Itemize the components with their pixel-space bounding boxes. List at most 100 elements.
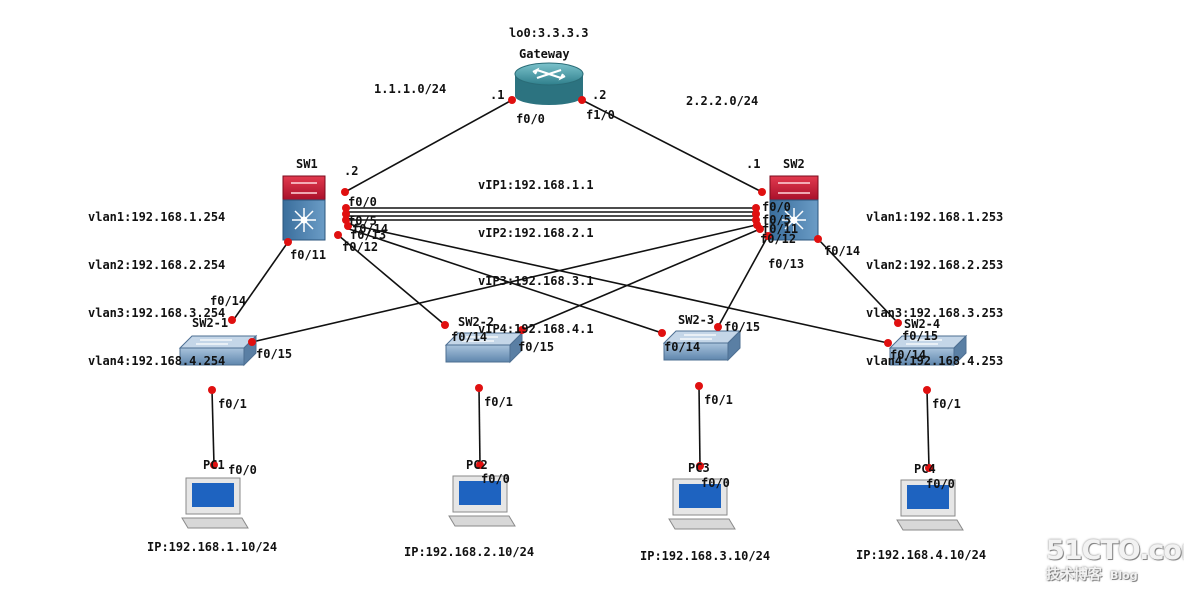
switch-arrows-icon [778, 182, 810, 194]
port-dot [284, 238, 292, 246]
access-switch-sw2-3[interactable] [662, 329, 742, 362]
sw2-4-port-label: f0/1 [932, 397, 961, 411]
sw1-l3-switch[interactable] [282, 175, 326, 241]
sw2-3-port-label: f0/14 [664, 340, 701, 354]
link-sw1-gateway [344, 99, 513, 193]
port-dot [696, 462, 704, 470]
gateway-port-right-label: f1/0 [586, 108, 615, 122]
port-dot [814, 235, 822, 243]
watermark-blog: Blog [1110, 569, 1138, 582]
port-dot [578, 96, 586, 104]
access-switch-sw2-2[interactable] [444, 331, 524, 364]
sw2-1-name-label: SW2-1 [192, 316, 229, 330]
right-network-label: 2.2.2.0/24 [686, 94, 759, 108]
link-sw2-sw2-3 [717, 235, 769, 328]
links [211, 99, 930, 469]
port-dot [342, 210, 350, 218]
vip-entry: vIP1:192.168.1.1 [478, 178, 594, 192]
sw1-port-label: f0/5 [348, 214, 377, 228]
port-dot [894, 319, 902, 327]
router-arrows-icon [532, 67, 566, 81]
sw2-2-port-label: f0/1 [484, 395, 513, 409]
pc4-computer[interactable] [896, 479, 964, 531]
link-sw2-gateway [581, 99, 763, 193]
port-dot [714, 323, 722, 331]
access-switch-sw2-1[interactable] [178, 334, 258, 367]
sw2-port-label: f0/14 [824, 244, 861, 258]
sw1-vlan-list: vlan1:192.168.1.254 vlan2:192.168.2.254 … [88, 177, 225, 385]
sw2-vlan-entry: vlan1:192.168.1.253 [866, 210, 1004, 224]
sw1-port-label: f0/13 [350, 228, 387, 242]
sw1-port-label: f0/0 [348, 195, 377, 209]
sw2-1-port-label: f0/14 [210, 294, 247, 308]
port-dot [475, 384, 483, 392]
port-dot [341, 188, 349, 196]
vip-entry: vIP4:192.168.4.1 [478, 322, 594, 336]
sw2-1-port-label: f0/1 [218, 397, 247, 411]
gateway-router[interactable] [514, 62, 584, 105]
pc1-computer[interactable] [181, 477, 249, 529]
switch-arrows-icon [196, 339, 232, 345]
port-dot [342, 204, 350, 212]
port-dot [518, 326, 526, 334]
sw2-l3-switch[interactable] [769, 175, 819, 241]
pc3-computer[interactable] [668, 478, 736, 530]
port-dot [208, 386, 216, 394]
watermark-site: 51CTO.com [1046, 535, 1184, 566]
access-switch-sw2-4[interactable] [888, 334, 968, 367]
pc3-name-label: PC3 [688, 461, 710, 475]
port-dot [210, 461, 218, 469]
sw1-vlan-entry: vlan3:192.168.3.254 [88, 306, 226, 320]
pc-screen-icon [679, 484, 721, 508]
pc3-port-label: f0/0 [701, 476, 730, 490]
sw2-2-port-label: f0/15 [518, 340, 555, 354]
pc-screen-icon [192, 483, 234, 507]
link-sw2-3-pc3 [698, 385, 701, 467]
gateway-port-left-label: f0/0 [516, 112, 545, 126]
vip-entry: vIP3:192.168.3.1 [478, 274, 594, 288]
sw2-port-label: f0/5 [762, 213, 791, 227]
pc2-computer[interactable] [448, 475, 516, 527]
pc2-ip-label: IP:192.168.2.10/24 [404, 545, 535, 559]
port-dot [228, 316, 236, 324]
sw2-vlan-entry: vlan3:192.168.3.253 [866, 306, 1004, 320]
link-sw1-sw2-4 [347, 223, 889, 344]
link-sw2-sw2-2 [521, 228, 761, 331]
pc1-name-label: PC1 [203, 458, 225, 472]
port-dot [758, 188, 766, 196]
gateway-addr-left-label: .1 [490, 88, 505, 102]
port-dot [248, 338, 256, 346]
pc4-port-label: f0/0 [926, 477, 955, 491]
sw2-2-name-label: SW2-2 [458, 315, 495, 329]
link-sw2-1-pc1 [211, 389, 215, 466]
port-dot [508, 96, 516, 104]
sw2-vlan-list: vlan1:192.168.1.253 vlan2:192.168.2.253 … [866, 177, 1003, 385]
sw1-port-label: f0/11 [290, 248, 327, 262]
port-dot [695, 382, 703, 390]
port-dot [925, 464, 933, 472]
vip-entry: vIP2:192.168.2.1 [478, 226, 594, 240]
sw2-3-name-label: SW2-3 [678, 313, 715, 327]
sw2-port-label: f0/11 [762, 222, 799, 236]
switch-arrows-icon [906, 339, 942, 345]
link-sw2-4-pc4 [926, 389, 930, 469]
sw2-uplink-addr-label: .1 [746, 157, 761, 171]
sw1-vlan-entry: vlan2:192.168.2.254 [88, 258, 226, 272]
link-sw1-sw2-1 [231, 241, 289, 323]
pc-screen-icon [907, 485, 949, 509]
sw2-port-label: f0/0 [762, 200, 791, 214]
link-sw1-sw2-2 [337, 234, 446, 326]
link-sw2-sw2-4 [817, 238, 899, 324]
sw2-vlan-entry: vlan4:192.168.4.253 [866, 354, 1004, 368]
pc4-name-label: PC4 [914, 462, 936, 476]
pc2-name-label: PC2 [466, 458, 488, 472]
gateway-addr-right-label: .2 [592, 88, 607, 102]
link-sw1-sw2-3 [345, 227, 663, 334]
port-dot [658, 329, 666, 337]
sw2-1-port-label: f0/15 [256, 347, 293, 361]
sw2-4-name-label: SW2-4 [904, 317, 941, 331]
sw2-port-label: f0/12 [760, 232, 797, 246]
switch-arrows-icon [462, 336, 498, 342]
